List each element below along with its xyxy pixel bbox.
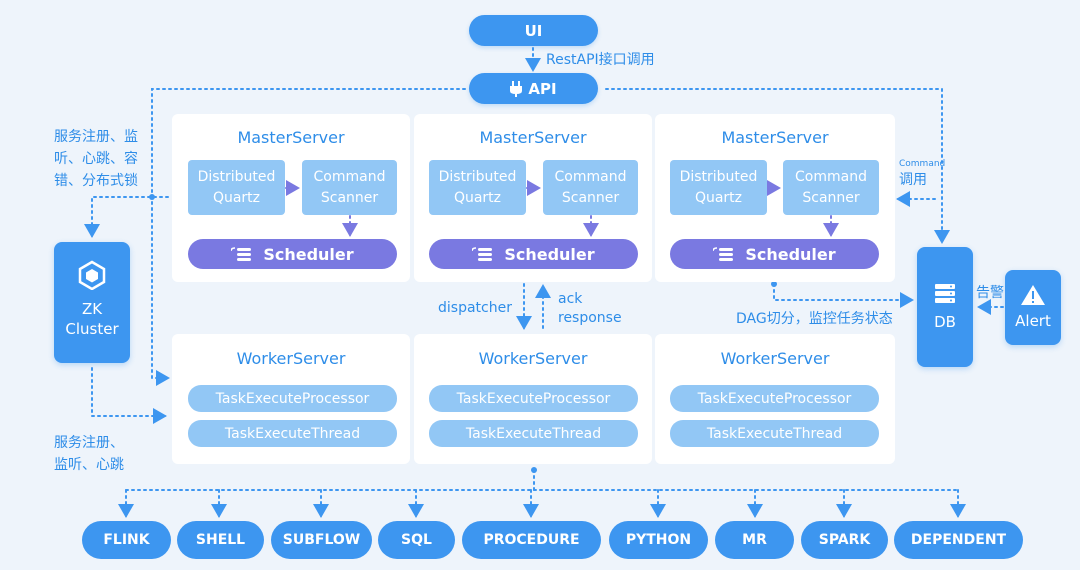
scheduler-label: Scheduler bbox=[263, 244, 354, 264]
engine-shell[interactable]: SHELL bbox=[177, 521, 264, 559]
worker-server-title: WorkerServer bbox=[236, 349, 346, 368]
task-execute-thread[interactable]: TaskExecuteThread bbox=[188, 420, 397, 447]
api-node[interactable]: API bbox=[469, 73, 598, 104]
distributed-quartz-box[interactable]: Distributed Quartz bbox=[670, 160, 767, 215]
zk-cluster-node[interactable]: ZK Cluster bbox=[54, 242, 130, 363]
api-left-bus bbox=[151, 88, 466, 386]
scheduler-icon bbox=[713, 247, 734, 261]
scanner-line-1: Command bbox=[313, 168, 386, 185]
note-line: 服务注册、 bbox=[54, 435, 124, 451]
ack-response-note: ack response bbox=[558, 290, 622, 328]
distributed-quartz-box[interactable]: Distributed Quartz bbox=[429, 160, 526, 215]
dag-note: DAG切分，监控任务状态 bbox=[736, 311, 893, 327]
bus-dot bbox=[771, 281, 777, 287]
warning-icon bbox=[1021, 285, 1045, 305]
note-line: 错、分布式锁 bbox=[54, 173, 138, 189]
task-execute-processor[interactable]: TaskExecuteProcessor bbox=[188, 385, 397, 412]
alert-label: Alert bbox=[1015, 312, 1051, 330]
note-line: 服务注册、监 bbox=[54, 129, 138, 145]
master-server-title: MasterServer bbox=[237, 128, 345, 147]
database-icon bbox=[935, 284, 955, 303]
cube-icon bbox=[78, 260, 106, 290]
distributed-quartz-box[interactable]: Distributed Quartz bbox=[188, 160, 285, 215]
scheduler-label: Scheduler bbox=[745, 244, 836, 264]
zk-cluster-label: Cluster bbox=[65, 320, 119, 338]
engine-spark[interactable]: SPARK bbox=[801, 521, 888, 559]
scheduler-icon bbox=[472, 247, 493, 261]
engine-flink[interactable]: FLINK bbox=[82, 521, 171, 559]
task-execute-thread[interactable]: TaskExecuteThread bbox=[670, 420, 879, 447]
quartz-line-2: Quartz bbox=[453, 189, 502, 206]
quartz-line-2: Quartz bbox=[694, 189, 743, 206]
task-execute-thread[interactable]: TaskExecuteThread bbox=[429, 420, 638, 447]
db-label: DB bbox=[934, 313, 956, 331]
api-to-db-line bbox=[605, 88, 950, 244]
scheduler-bar[interactable]: Scheduler bbox=[188, 239, 397, 269]
scanner-line-2: Scanner bbox=[320, 189, 379, 206]
command-scanner-box[interactable]: Command Scanner bbox=[302, 160, 397, 215]
task-execute-processor[interactable]: TaskExecuteProcessor bbox=[429, 385, 638, 412]
dag-to-db-line bbox=[773, 283, 914, 308]
scanner-line-2: Scanner bbox=[802, 189, 860, 206]
scheduler-icon bbox=[231, 247, 252, 261]
dispatcher-note: dispatcher bbox=[438, 300, 512, 316]
bus-dot bbox=[149, 194, 155, 200]
worker-server-title: WorkerServer bbox=[720, 349, 830, 368]
engine-subflow[interactable]: SUBFLOW bbox=[271, 521, 372, 559]
alarm-note: 告警 bbox=[976, 285, 1004, 301]
quartz-line-1: Distributed bbox=[679, 168, 758, 185]
quartz-line-2: Quartz bbox=[212, 189, 261, 206]
quartz-line-1: Distributed bbox=[197, 168, 276, 185]
engine-procedure[interactable]: PROCEDURE bbox=[462, 521, 601, 559]
command-call-note: 调用 bbox=[899, 172, 927, 188]
bus-dot bbox=[531, 467, 537, 473]
scanner-line-2: Scanner bbox=[561, 189, 620, 206]
engine-python[interactable]: PYTHON bbox=[609, 521, 708, 559]
rest-api-note: RestAPI接口调用 bbox=[546, 52, 655, 68]
note-line: ack bbox=[558, 291, 583, 307]
quartz-line-1: Distributed bbox=[438, 168, 517, 185]
master-server-title: MasterServer bbox=[721, 128, 829, 147]
ui-label: UI bbox=[524, 21, 543, 40]
plug-icon bbox=[510, 80, 523, 97]
alert-node[interactable]: Alert bbox=[1005, 270, 1061, 345]
scheduler-bar[interactable]: Scheduler bbox=[670, 239, 879, 269]
zk-worker-line bbox=[91, 367, 167, 424]
scheduler-bar[interactable]: Scheduler bbox=[429, 239, 638, 269]
scheduler-label: Scheduler bbox=[504, 244, 595, 264]
zk-label: ZK bbox=[81, 300, 103, 318]
command-scanner-box[interactable]: Command Scanner bbox=[543, 160, 638, 215]
command-scanner-box[interactable]: Command Scanner bbox=[783, 160, 879, 215]
note-line: 监听、心跳 bbox=[54, 457, 124, 473]
api-label: API bbox=[528, 79, 557, 98]
zk-master-note: 服务注册、监 听、心跳、容 错、分布式锁 bbox=[54, 126, 138, 192]
engine-sql[interactable]: SQL bbox=[378, 521, 455, 559]
master-server-title: MasterServer bbox=[479, 128, 587, 147]
note-line: response bbox=[558, 310, 622, 326]
engine-mr[interactable]: MR bbox=[715, 521, 794, 559]
engine-dependent[interactable]: DEPENDENT bbox=[894, 521, 1023, 559]
zk-worker-note: 服务注册、 监听、心跳 bbox=[54, 432, 124, 476]
db-node[interactable]: DB bbox=[917, 247, 973, 367]
note-line: 听、心跳、容 bbox=[54, 151, 138, 167]
command-small-note: Command bbox=[899, 159, 946, 169]
scanner-line-1: Command bbox=[554, 168, 627, 185]
task-execute-processor[interactable]: TaskExecuteProcessor bbox=[670, 385, 879, 412]
ui-node[interactable]: UI bbox=[469, 15, 598, 46]
worker-server-title: WorkerServer bbox=[478, 349, 588, 368]
zk-master-line bbox=[84, 196, 169, 238]
scanner-line-1: Command bbox=[795, 168, 867, 185]
